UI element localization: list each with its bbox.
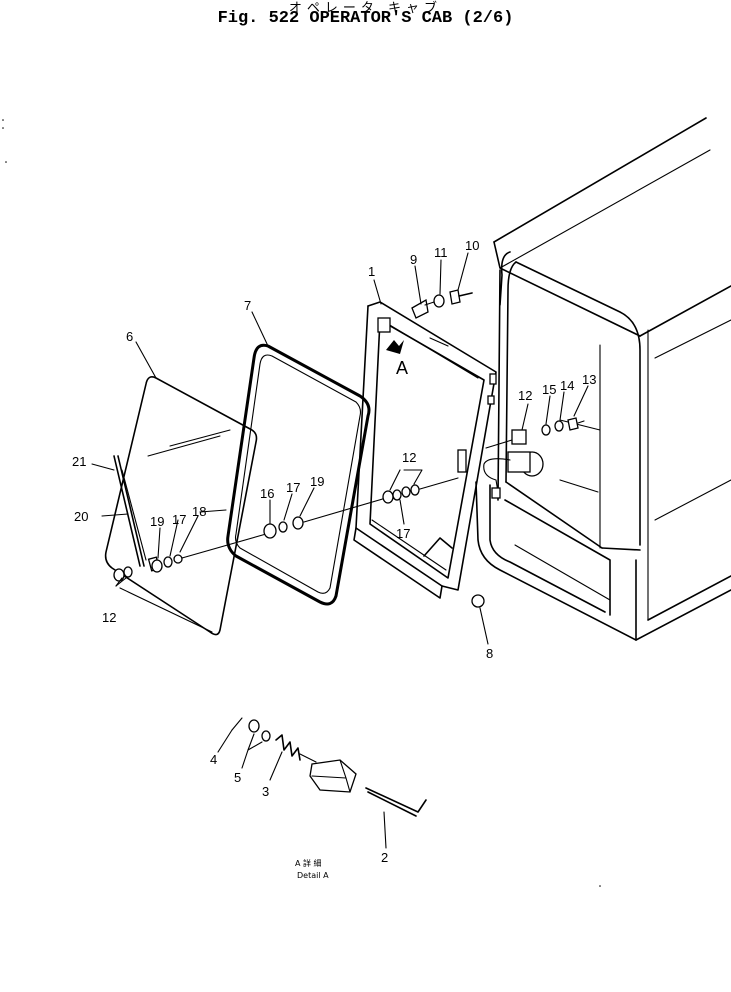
hardware-parts — [113, 289, 585, 608]
callout-12-left: 12 — [102, 610, 116, 625]
callout-5: 5 — [234, 770, 241, 785]
callout-19-a: 19 — [310, 474, 324, 489]
callout-1: 1 — [368, 264, 375, 279]
callout-21: 21 — [72, 454, 86, 469]
callout-4: 4 — [210, 752, 217, 767]
callout-20: 20 — [74, 509, 88, 524]
callout-15: 15 — [542, 382, 556, 397]
wiper-motor — [483, 429, 544, 499]
callout-11: 11 — [434, 245, 448, 260]
callout-3: 3 — [262, 784, 269, 799]
callout-12-right: 12 — [518, 388, 532, 403]
detail-caption-jp: A 詳 細 — [295, 858, 322, 868]
title-japanese: オペレータ キャブ — [288, 1, 443, 16]
weatherstrip — [226, 343, 371, 606]
callout-14: 14 — [560, 378, 574, 393]
cab-body — [475, 117, 731, 641]
callout-13: 13 — [582, 372, 596, 387]
hinge-block — [377, 317, 391, 333]
callout-12-mid: 12 — [402, 450, 416, 465]
leader-lines — [91, 252, 589, 849]
callout-9: 9 — [410, 252, 417, 267]
callout-17-mid: 17 — [396, 526, 410, 541]
callout-6: 6 — [126, 329, 133, 344]
callout-8: 8 — [486, 646, 493, 661]
callout-7: 7 — [244, 298, 251, 313]
figure-title: Fig. 522 OPERATOR'S CAB (2/6) — [217, 9, 514, 28]
door-latch-slot — [457, 449, 467, 473]
door-frame — [353, 301, 497, 599]
view-marker-label: A — [396, 358, 408, 378]
view-arrow-a: A — [386, 340, 408, 378]
callout-17-a: 17 — [286, 480, 300, 495]
window-glass — [104, 376, 258, 636]
detail-caption-en: Detail A — [297, 871, 329, 880]
callout-10: 10 — [465, 238, 479, 253]
callout-16: 16 — [260, 486, 274, 501]
callout-17-b: 17 — [172, 512, 186, 527]
detail-a-assembly — [231, 717, 427, 817]
callout-19-b: 19 — [150, 514, 164, 529]
callout-labels: 1 2 3 4 5 6 7 8 9 10 11 12 12 12 13 14 1… — [72, 238, 596, 865]
callout-18: 18 — [192, 504, 206, 519]
callout-2: 2 — [381, 850, 388, 865]
